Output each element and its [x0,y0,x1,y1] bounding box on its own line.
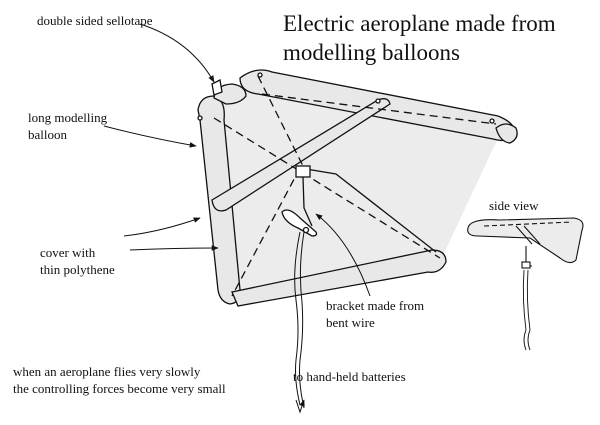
label-side-view-text: side view [489,198,539,213]
right-tip-balloon [495,123,518,144]
main-aeroplane [197,69,518,414]
note-line-2: the controlling forces become very small [13,381,226,396]
label-bracket: bracket made from bent wire [326,297,424,331]
label-bracket-line-2: bent wire [326,315,375,330]
note-line-1: when an aeroplane flies very slowly [13,364,201,379]
label-sellotape-text: double sided sellotape [37,13,153,28]
label-batteries: to hand-held batteries [293,368,406,385]
diagram-title: Electric aeroplane made from modelling b… [283,9,556,67]
sellotape [211,79,223,96]
battery-wires [294,231,301,406]
label-balloon-line-1: long modelling [28,110,108,125]
label-balloon: long modelling balloon [28,109,107,143]
label-cover: cover with thin polythene [40,244,115,278]
title-line-1: Electric aeroplane made from [283,11,556,36]
label-bracket-line-1: bracket made from [326,298,425,313]
trailing-balloon [231,249,447,307]
callout-arrows [103,23,371,297]
rear-strip [299,167,437,253]
cross-balloon [211,98,391,212]
bracket-wire [302,176,313,227]
label-cover-line-2: thin polythene [40,262,115,277]
side-view-drawing [467,217,584,351]
label-sellotape: double sided sellotape [37,12,153,29]
label-balloon-line-2: balloon [28,127,67,142]
title-line-2: modelling balloons [283,40,460,65]
label-cover-line-1: cover with [40,245,96,260]
label-side-view: side view [489,197,538,214]
motor-box [295,165,311,178]
note-text: when an aeroplane flies very slowly the … [13,363,226,397]
label-batteries-text: to hand-held batteries [293,369,406,384]
